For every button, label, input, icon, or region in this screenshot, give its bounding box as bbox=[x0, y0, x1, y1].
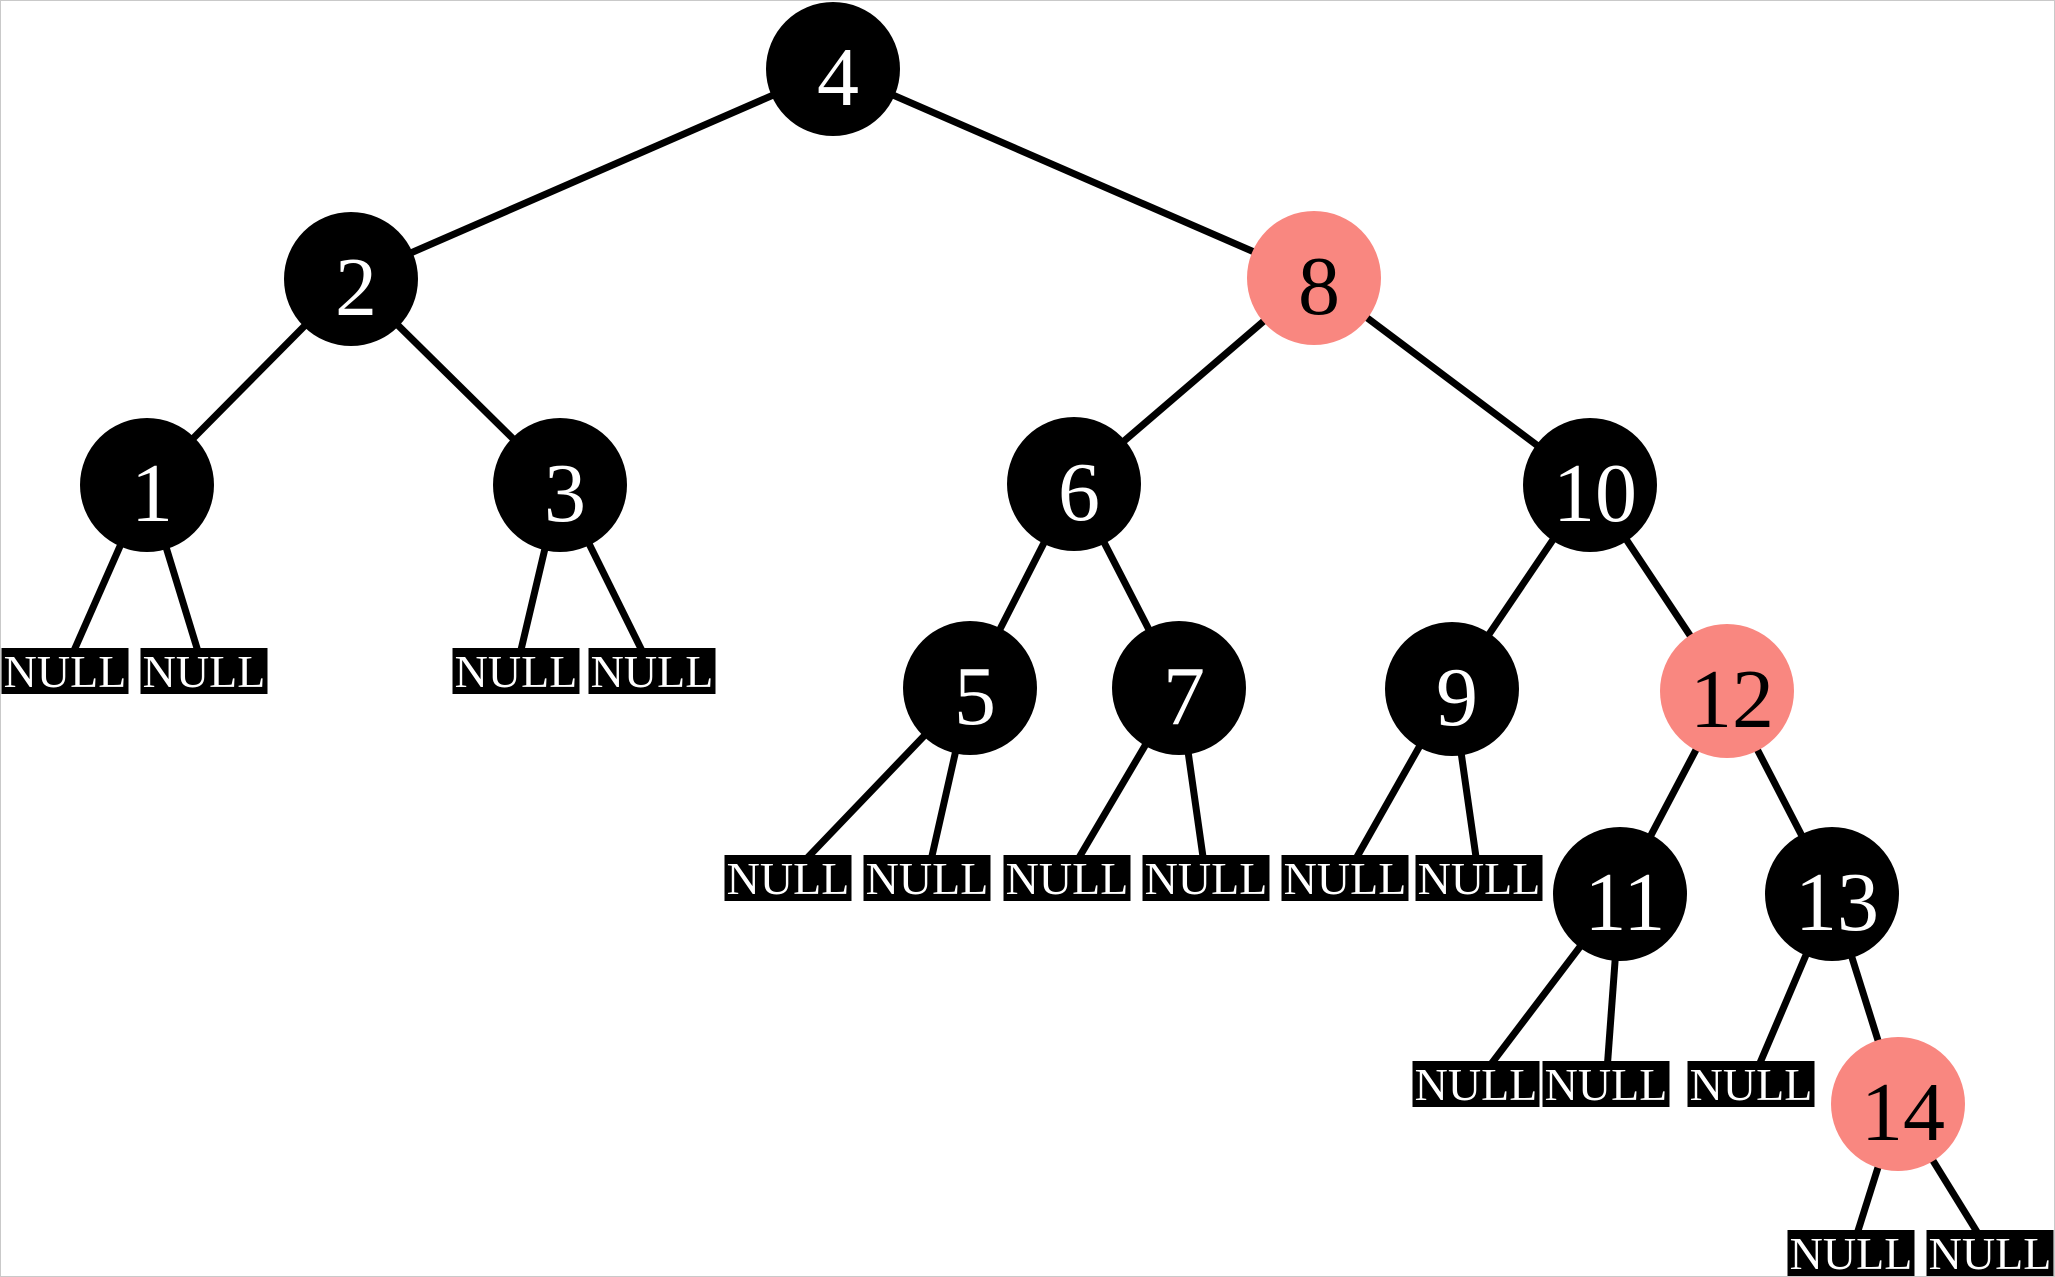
tree-node-label-9: 9 bbox=[1436, 651, 1478, 744]
tree-node-label-5: 5 bbox=[954, 650, 996, 743]
null-leaf-label-null-e: NULL bbox=[727, 853, 850, 904]
tree-node-label-4: 4 bbox=[817, 31, 859, 124]
tree-node-label-14: 14 bbox=[1861, 1066, 1945, 1159]
tree-node-circle-2 bbox=[284, 212, 418, 346]
null-leaf-label-null-n: NULL bbox=[1790, 1228, 1913, 1277]
tree-node-label-8: 8 bbox=[1298, 240, 1340, 333]
null-leaf-box-null-m bbox=[1687, 1061, 1815, 1107]
null-leaf-label-null-k: NULL bbox=[1415, 1059, 1538, 1110]
null-leaf-box-null-c bbox=[452, 648, 580, 694]
tree-edge-4-2 bbox=[349, 65, 835, 283]
null-leaf-label-null-f: NULL bbox=[866, 853, 989, 904]
null-leaf-label-null-i: NULL bbox=[1284, 853, 1407, 904]
null-leaf-box-null-i bbox=[1281, 855, 1409, 901]
null-leaf-box-null-g bbox=[1003, 855, 1131, 901]
null-leaf-label-null-j: NULL bbox=[1418, 853, 1541, 904]
tree-node-circle-11 bbox=[1553, 827, 1687, 961]
null-leaf-box-null-d bbox=[588, 648, 716, 694]
tree-node-label-2: 2 bbox=[335, 241, 377, 334]
null-leaf-label-null-c: NULL bbox=[455, 646, 578, 697]
tree-node-circle-1 bbox=[80, 418, 214, 552]
null-leaf-box-null-a bbox=[1, 648, 129, 694]
tree-node-label-7: 7 bbox=[1163, 650, 1205, 743]
null-leaf-label-null-g: NULL bbox=[1006, 853, 1129, 904]
tree-node-label-13: 13 bbox=[1795, 856, 1879, 949]
null-leaf-box-null-e bbox=[724, 855, 852, 901]
tree-edge-4-8 bbox=[831, 65, 1316, 282]
null-leaf-label-null-b: NULL bbox=[143, 646, 266, 697]
tree-node-circle-14 bbox=[1831, 1037, 1965, 1171]
tree-node-label-3: 3 bbox=[544, 447, 586, 540]
tree-node-circle-10 bbox=[1523, 418, 1657, 552]
tree-node-label-12: 12 bbox=[1690, 653, 1774, 746]
null-leaf-box-null-h bbox=[1142, 855, 1270, 901]
null-leaf-box-null-n bbox=[1787, 1230, 1915, 1276]
tree-node-circle-13 bbox=[1765, 827, 1899, 961]
tree-node-label-10: 10 bbox=[1553, 447, 1637, 540]
null-leaf-box-null-l bbox=[1542, 1061, 1670, 1107]
null-leaf-label-null-a: NULL bbox=[4, 646, 127, 697]
tree-node-circle-4 bbox=[766, 2, 900, 136]
null-leaf-box-null-k bbox=[1412, 1061, 1540, 1107]
null-leaf-box-null-o bbox=[1926, 1230, 2054, 1276]
null-leaf-label-null-m: NULL bbox=[1690, 1059, 1813, 1110]
null-leaf-label-null-d: NULL bbox=[591, 646, 714, 697]
null-leaf-label-null-h: NULL bbox=[1145, 853, 1268, 904]
tree-node-circle-12 bbox=[1660, 624, 1794, 758]
tree-node-circle-3 bbox=[493, 418, 627, 552]
tree-node-circle-8 bbox=[1247, 211, 1381, 345]
tree-node-circle-5 bbox=[903, 621, 1037, 755]
null-leaf-box-null-b bbox=[140, 648, 268, 694]
null-leaf-label-null-o: NULL bbox=[1929, 1228, 2052, 1277]
null-leaf-label-null-l: NULL bbox=[1545, 1059, 1668, 1110]
tree-node-label-11: 11 bbox=[1585, 856, 1666, 949]
tree-node-circle-9 bbox=[1385, 622, 1519, 756]
null-leaf-box-null-f bbox=[863, 855, 991, 901]
tree-node-circle-7 bbox=[1112, 621, 1246, 755]
tree-node-label-6: 6 bbox=[1058, 446, 1100, 539]
tree-node-label-1: 1 bbox=[131, 447, 173, 540]
null-leaf-box-null-j bbox=[1415, 855, 1543, 901]
tree-node-circle-6 bbox=[1007, 417, 1141, 551]
